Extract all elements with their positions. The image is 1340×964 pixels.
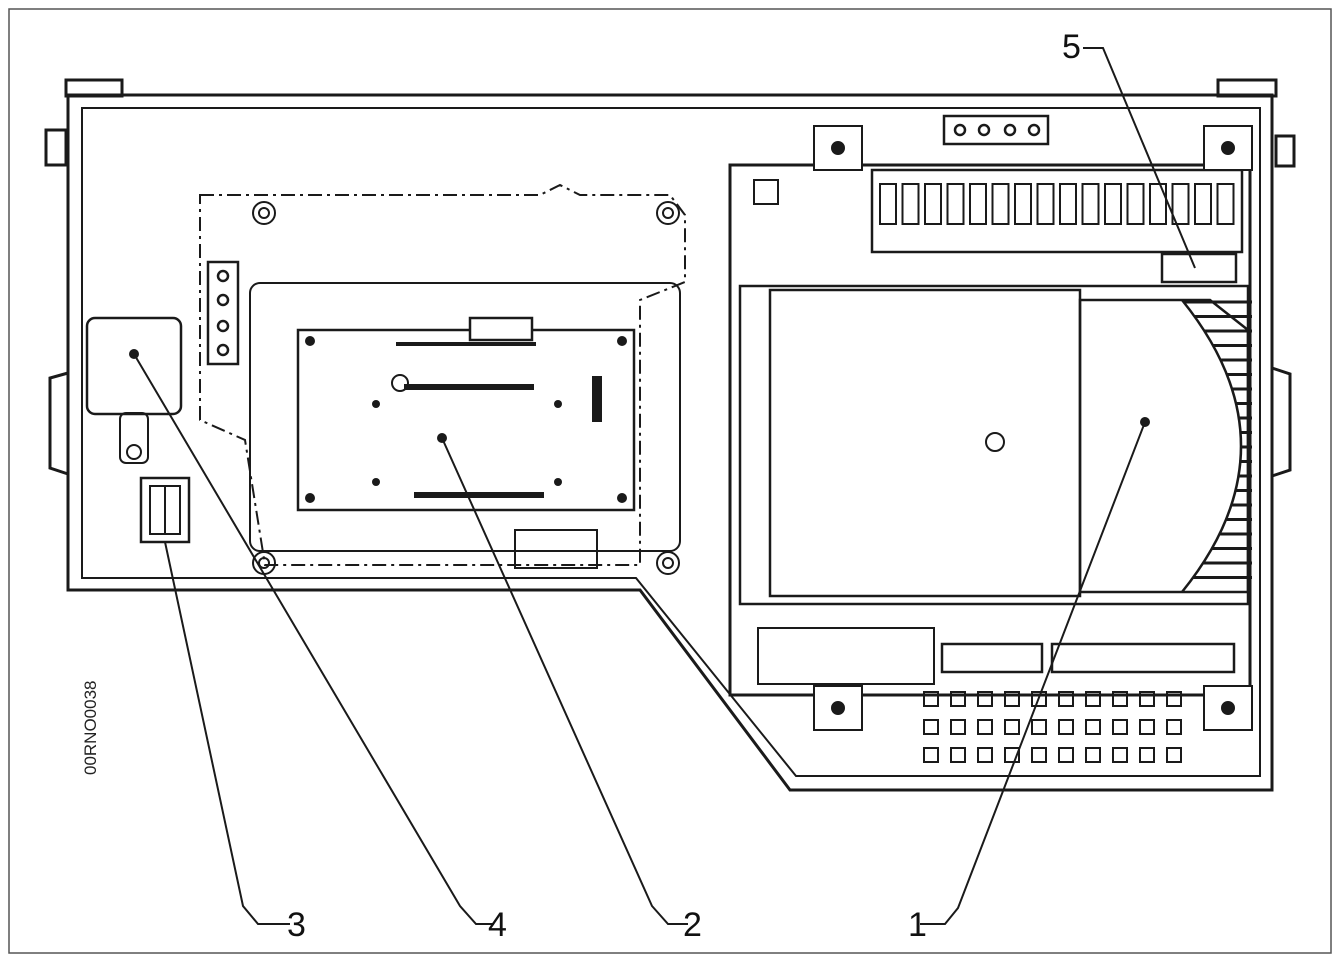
vent-slot [1166, 691, 1182, 707]
vent-slot [1058, 691, 1074, 707]
connector-slot [1081, 183, 1100, 225]
vent-slot [1139, 719, 1155, 735]
mount-screw [831, 141, 845, 155]
part-4-cover [85, 316, 183, 464]
board-hole [391, 374, 409, 392]
callout-2: 2 [683, 906, 702, 944]
vent-slot [1004, 691, 1020, 707]
connector-slot [1104, 183, 1122, 225]
vent-slot [1031, 691, 1047, 707]
connector-slot [1216, 183, 1235, 225]
vent-slot [950, 691, 966, 707]
connector-slot [1149, 183, 1167, 225]
connector-slot [924, 183, 942, 225]
vent-slot [1004, 747, 1020, 763]
callout-3: 3 [287, 906, 306, 944]
vent-slot [1058, 719, 1074, 735]
connector-slot [946, 183, 965, 225]
mount-screw [1221, 701, 1235, 715]
connector-slot [901, 183, 920, 225]
heat-sink-fins [1183, 300, 1252, 579]
mount-bracket [813, 685, 863, 731]
connector-slot [1059, 183, 1077, 225]
part-3-connector [139, 476, 191, 544]
callout-1: 1 [908, 906, 927, 944]
vent-slot [1166, 719, 1182, 735]
mount-screw [1221, 141, 1235, 155]
leader-anchors [129, 349, 1150, 443]
callout-4: 4 [488, 906, 507, 944]
vent-slot [1085, 691, 1101, 707]
top-terminal-strip [942, 114, 1050, 146]
housing [44, 78, 1296, 792]
connector-slot [1014, 183, 1032, 225]
connector-slot [1126, 183, 1145, 225]
vent-slot [977, 691, 993, 707]
vent-slot [1031, 719, 1047, 735]
module-mount-screws [813, 125, 1253, 731]
vent-slot [950, 747, 966, 763]
vent-slot [1112, 747, 1128, 763]
connector-slot [879, 183, 897, 225]
vent-slot [1139, 747, 1155, 763]
vent-slot [923, 691, 939, 707]
leader-lines [133, 47, 1196, 925]
vent-slot [977, 719, 993, 735]
vent-slot [1085, 719, 1101, 735]
vent-slot [950, 719, 966, 735]
connector-slot [1171, 183, 1190, 225]
connector-slots [879, 183, 1235, 225]
figure-frame [8, 8, 1332, 954]
board-outline [199, 183, 686, 566]
connector-slot [1036, 183, 1055, 225]
mount-screw [831, 701, 845, 715]
vent-slot [1085, 747, 1101, 763]
vent-slot [1139, 691, 1155, 707]
part-1-module [728, 163, 1252, 697]
connector-slot [1194, 183, 1212, 225]
board-dots [305, 336, 627, 503]
vent-slot [1166, 747, 1182, 763]
connector-slot [991, 183, 1010, 225]
terminal-strip-left [206, 260, 240, 366]
vent-grid [923, 691, 1182, 763]
vent-slot [1112, 691, 1128, 707]
vent-slot [1058, 747, 1074, 763]
vent-slot [1004, 719, 1020, 735]
vent-slot [977, 747, 993, 763]
part-2-board [249, 282, 681, 569]
vent-slot [1031, 747, 1047, 763]
reference-code: 00RNO0038 [81, 680, 100, 775]
vent-slot [1112, 719, 1128, 735]
vent-slot [923, 719, 939, 735]
connector-slot [969, 183, 987, 225]
callout-5: 5 [1062, 28, 1081, 66]
vent-slot [923, 747, 939, 763]
